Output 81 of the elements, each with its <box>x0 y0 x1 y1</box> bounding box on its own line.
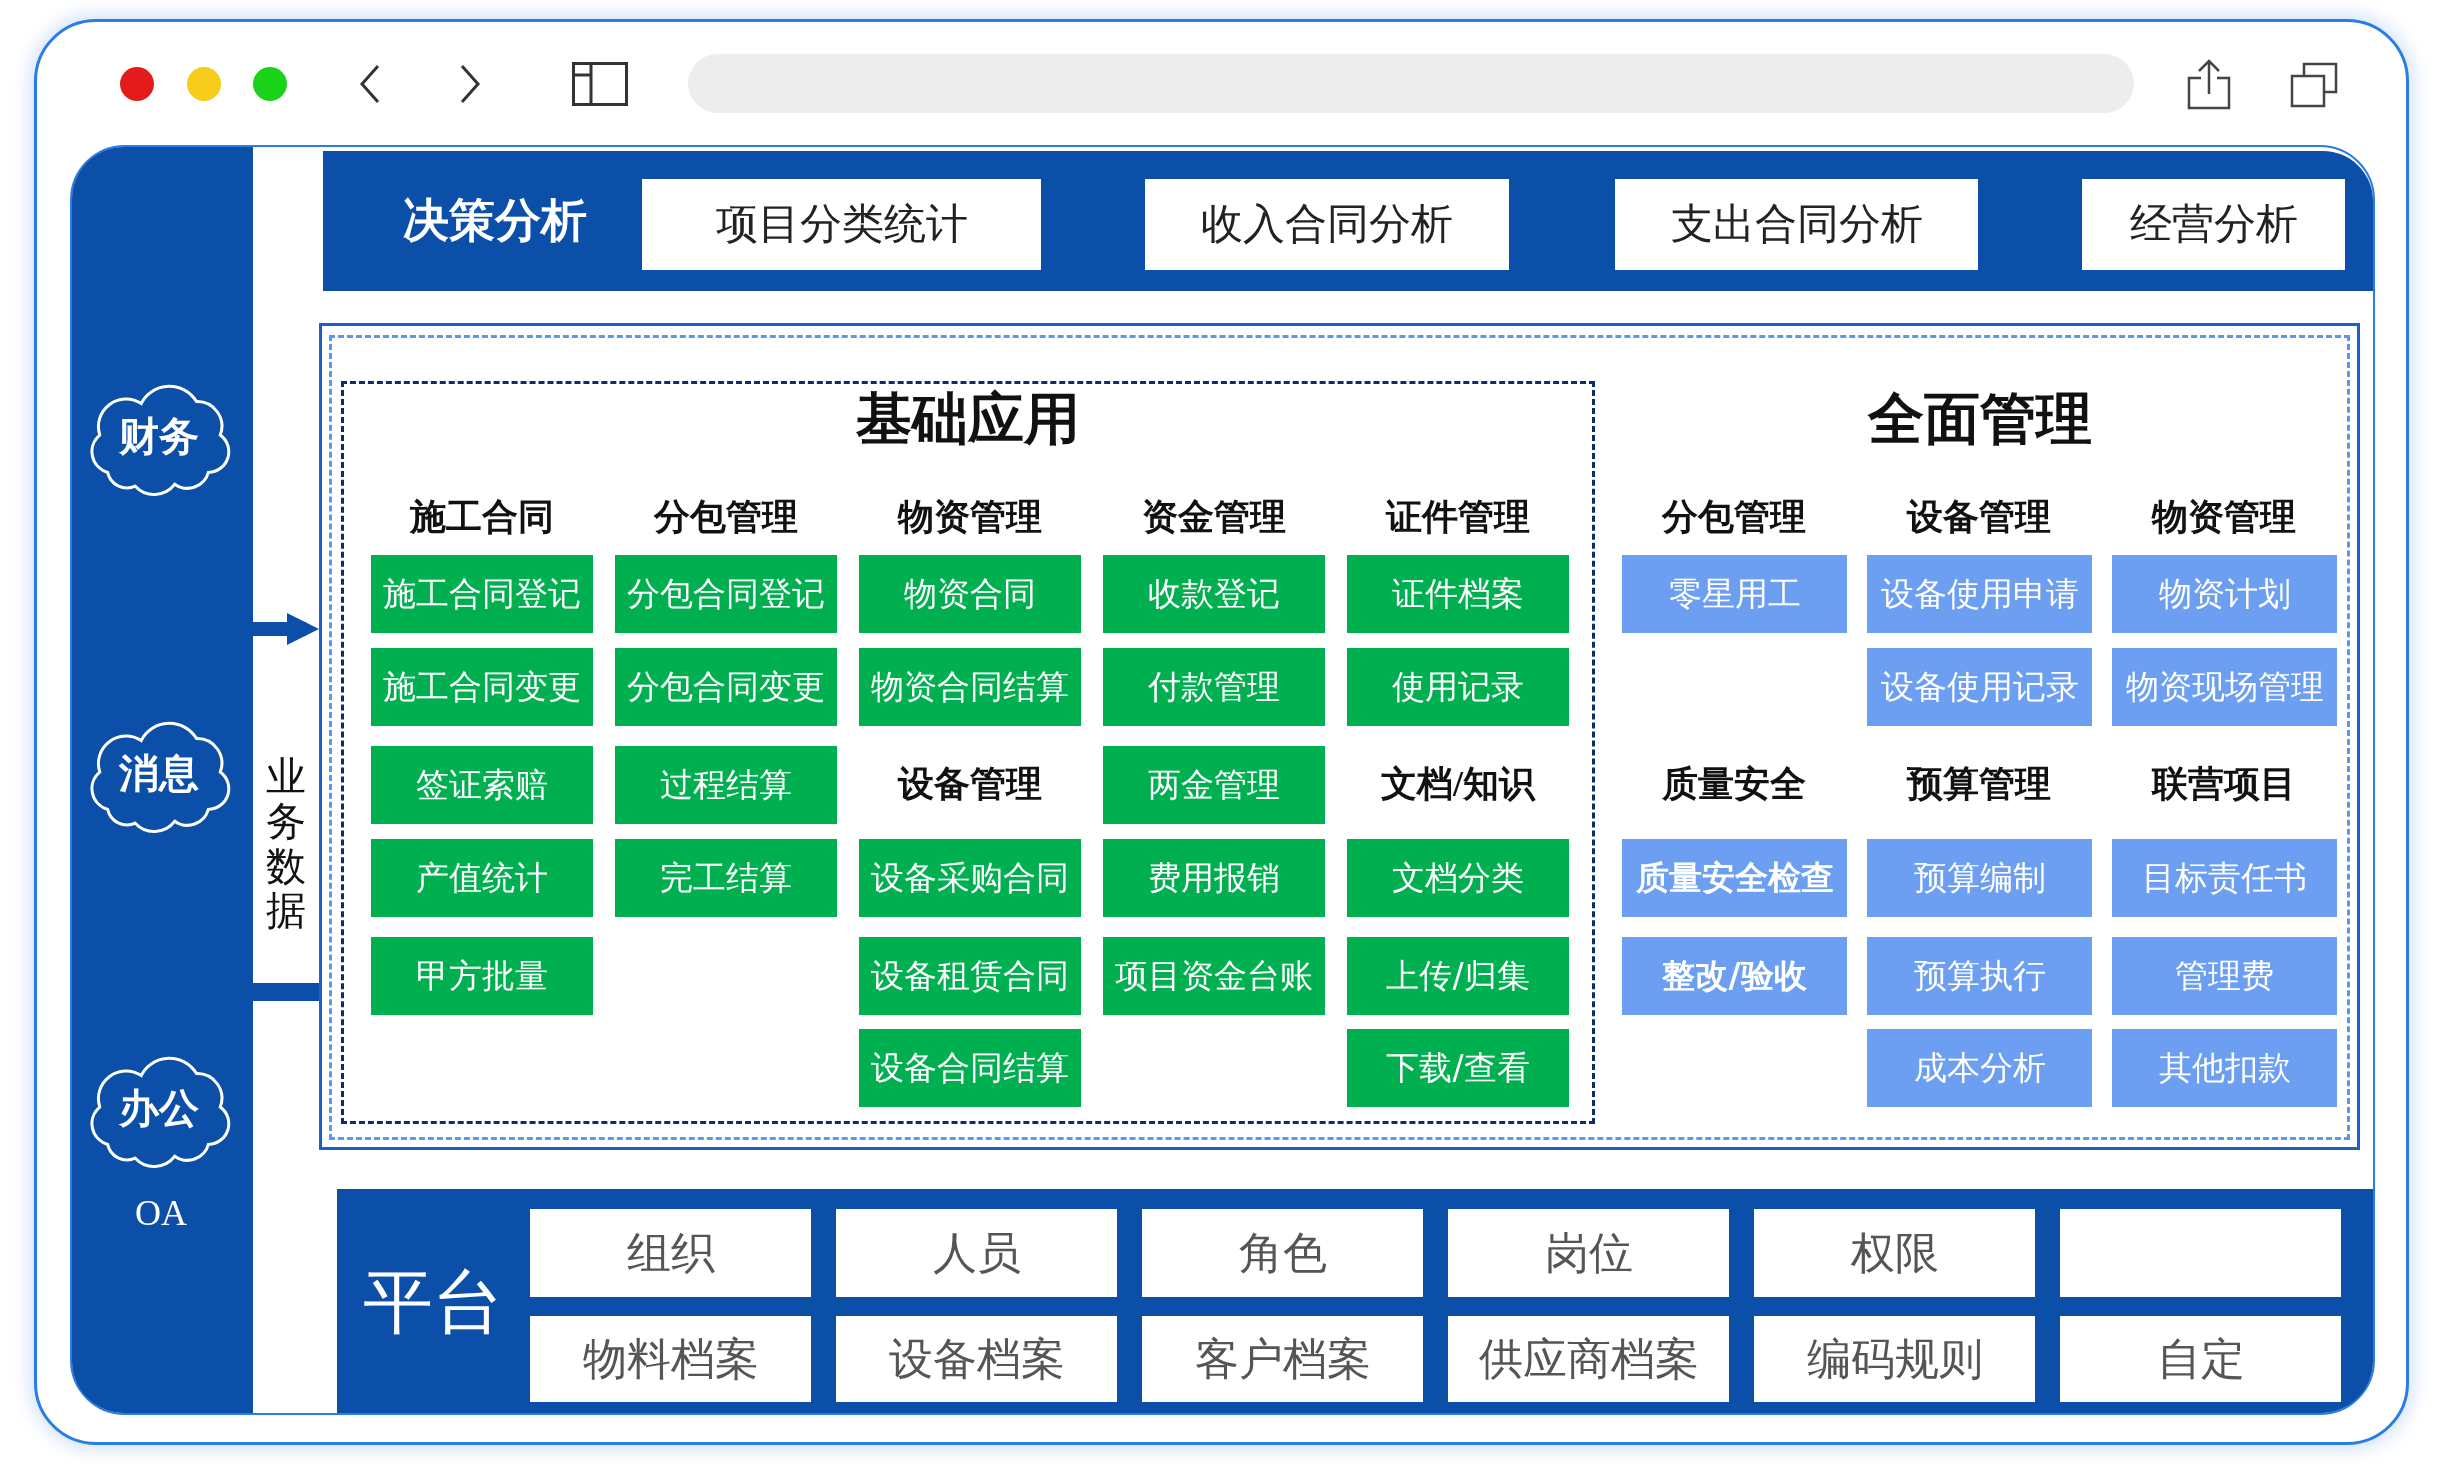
column-heading: 设备管理 <box>1907 498 2051 538</box>
module-box: 设备使用申请 <box>1867 555 2092 633</box>
module-box: 完工结算 <box>615 839 837 917</box>
module-box: 预算编制 <box>1867 839 2092 917</box>
module-box: 物资合同结算 <box>859 648 1081 726</box>
module-box: 管理费 <box>2112 937 2337 1015</box>
module-box: 付款管理 <box>1103 648 1325 726</box>
analysis-box: 支出合同分析 <box>1615 179 1978 270</box>
module-box: 收款登记 <box>1103 555 1325 633</box>
vertical-label: 业务数据 <box>265 755 307 935</box>
module-box: 预算执行 <box>1867 937 2092 1015</box>
module-box: 整改/验收 <box>1622 937 1847 1015</box>
group-title: 基础应用 <box>856 389 1080 451</box>
module-box: 设备租赁合同 <box>859 937 1081 1015</box>
module-box: 费用报销 <box>1103 839 1325 917</box>
module-box: 产值统计 <box>371 839 593 917</box>
module-box: 项目资金台账 <box>1103 937 1325 1015</box>
module-box: 物资计划 <box>2112 555 2337 633</box>
platform-box: 组织 <box>530 1209 811 1297</box>
analysis-box: 经营分析 <box>2082 179 2345 270</box>
module-box: 签证索赔 <box>371 746 593 824</box>
platform-box: 人员 <box>836 1209 1117 1297</box>
cloud-label: 消息 <box>119 752 199 796</box>
module-box: 分包合同变更 <box>615 648 837 726</box>
module-box: 上传/归集 <box>1347 937 1569 1015</box>
module-box: 过程结算 <box>615 746 837 824</box>
analysis-box: 收入合同分析 <box>1145 179 1509 270</box>
connector-line <box>253 983 319 1001</box>
platform-box <box>2060 1209 2341 1297</box>
module-box: 零星用工 <box>1622 555 1847 633</box>
module-box: 设备采购合同 <box>859 839 1081 917</box>
module-box: 物资合同 <box>859 555 1081 633</box>
analysis-box: 项目分类统计 <box>642 179 1041 270</box>
caption-text: OA <box>135 1194 187 1234</box>
band-title: 决策分析 <box>403 195 587 247</box>
module-box: 文档分类 <box>1347 839 1569 917</box>
dashed-frame <box>341 381 1595 1124</box>
module-box: 其他扣款 <box>2112 1029 2337 1107</box>
column-heading: 施工合同 <box>410 498 554 538</box>
column-heading: 物资管理 <box>2152 498 2296 538</box>
platform-box: 客户档案 <box>1142 1316 1423 1402</box>
column-heading: 资金管理 <box>1142 498 1286 538</box>
column-heading: 物资管理 <box>898 498 1042 538</box>
module-box: 施工合同登记 <box>371 555 593 633</box>
platform-box: 岗位 <box>1448 1209 1729 1297</box>
module-box: 下载/查看 <box>1347 1029 1569 1107</box>
group-title: 全面管理 <box>1868 389 2092 451</box>
module-box: 证件档案 <box>1347 555 1569 633</box>
column-heading: 证件管理 <box>1386 498 1530 538</box>
module-box: 甲方批量 <box>371 937 593 1015</box>
module-box: 目标责任书 <box>2112 839 2337 917</box>
module-box: 设备合同结算 <box>859 1029 1081 1107</box>
column-heading: 设备管理 <box>898 765 1042 805</box>
platform-box: 编码规则 <box>1754 1316 2035 1402</box>
module-box: 使用记录 <box>1347 648 1569 726</box>
module-box: 施工合同变更 <box>371 648 593 726</box>
band-title: 平台 <box>363 1263 503 1341</box>
platform-box: 设备档案 <box>836 1316 1117 1402</box>
platform-band <box>337 1189 2373 1413</box>
module-box: 质量安全检查 <box>1622 839 1847 917</box>
module-box: 两金管理 <box>1103 746 1325 824</box>
platform-box: 自定 <box>2060 1316 2341 1402</box>
column-heading: 质量安全 <box>1662 765 1806 805</box>
side-panel <box>72 147 253 1413</box>
module-box: 物资现场管理 <box>2112 648 2337 726</box>
platform-box: 权限 <box>1754 1209 2035 1297</box>
column-heading: 文档/知识 <box>1381 765 1535 805</box>
module-box: 分包合同登记 <box>615 555 837 633</box>
column-heading: 分包管理 <box>1662 498 1806 538</box>
platform-box: 角色 <box>1142 1209 1423 1297</box>
platform-box: 供应商档案 <box>1448 1316 1729 1402</box>
column-heading: 预算管理 <box>1907 765 2051 805</box>
column-heading: 分包管理 <box>654 498 798 538</box>
column-heading: 联营项目 <box>2152 765 2296 805</box>
arrow <box>253 613 319 645</box>
cloud-label: 办公 <box>119 1087 199 1131</box>
module-box: 设备使用记录 <box>1867 648 2092 726</box>
header-band <box>323 151 2373 291</box>
module-box: 成本分析 <box>1867 1029 2092 1107</box>
platform-box: 物料档案 <box>530 1316 811 1402</box>
cloud-label: 财务 <box>119 415 199 459</box>
